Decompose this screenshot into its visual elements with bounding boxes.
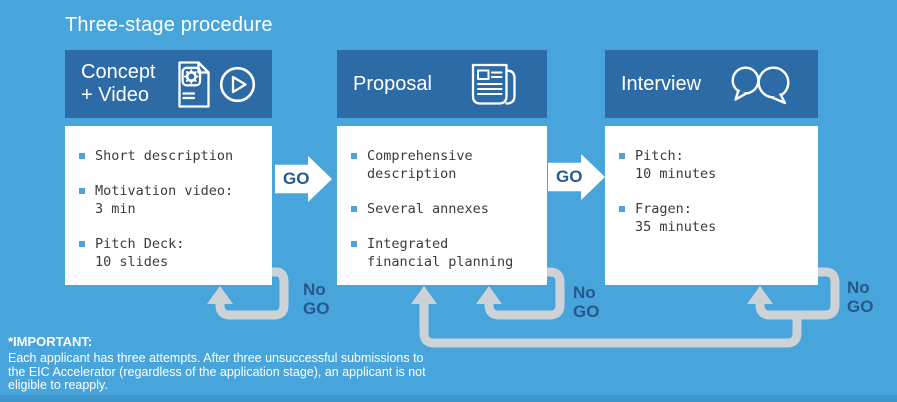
speech-bubbles-icon: [731, 65, 790, 104]
no-go-label-stage2: No GO: [573, 283, 600, 321]
stage-header-concept-video: Concept + Video: [65, 50, 272, 118]
stage-body-concept-video: Short description Motivation video: 3 mi…: [65, 126, 272, 285]
stage-item: Several annexes: [350, 200, 541, 218]
stage-title: Interview: [621, 72, 702, 95]
no-go-arrowhead-stage3: [747, 286, 773, 304]
page-title: Three-stage procedure: [65, 14, 273, 36]
no-go-arrowhead-stage2: [476, 286, 502, 304]
stage-body-proposal: Comprehensive description Several annexe…: [337, 126, 547, 285]
no-go-arrowhead-long-loop: [411, 286, 437, 304]
no-go-loop-path-stage3-to-stage2: [419, 299, 802, 348]
stage-item-list: Pitch: 10 minutes Fragen: 35 minutes: [618, 147, 812, 236]
stage-card-proposal: Proposal: [337, 50, 547, 285]
stage-header-proposal: Proposal: [337, 50, 547, 118]
footer-strip: [0, 395, 897, 402]
stage-body-interview: Pitch: 10 minutes Fragen: 35 minutes: [605, 126, 818, 285]
stage-card-concept-video: Concept + Video: [65, 50, 272, 285]
go-label: GO: [283, 169, 310, 188]
stage-item: Fragen: 35 minutes: [618, 200, 812, 236]
no-go-loop-path-stage3: [755, 267, 840, 320]
stage-card-interview: Interview Pitch: 10 minutes Fragen: 35 m…: [605, 50, 818, 285]
important-note-heading: *IMPORTANT:: [8, 334, 93, 349]
stage-item: Pitch: 10 minutes: [618, 147, 812, 183]
stage-header-icons: [178, 60, 256, 108]
stage-header-icons: [730, 64, 794, 105]
stage-header-icons: [471, 63, 517, 106]
stage-item: Short description: [78, 147, 266, 165]
play-video-icon: [219, 66, 256, 102]
no-go-loop-path-stage2: [484, 267, 565, 320]
newspaper-icon: [471, 63, 516, 105]
stage-item: Integrated financial planning: [350, 235, 541, 271]
stage-item: Pitch Deck: 10 slides: [78, 235, 266, 271]
stage-item: Comprehensive description: [350, 147, 541, 183]
no-go-loop-path-stage1: [215, 267, 289, 320]
stage-header-interview: Interview: [605, 50, 818, 118]
document-gear-icon: [178, 60, 210, 108]
stage-title: Proposal: [353, 72, 432, 95]
stage-title: Concept + Video: [81, 61, 156, 106]
no-go-arrowhead-stage1: [207, 286, 233, 304]
stage-item: Motivation video: 3 min: [78, 182, 266, 218]
go-label: GO: [556, 167, 583, 186]
important-note: *IMPORTANT: Each applicant has three att…: [8, 334, 428, 393]
stage-item-list: Short description Motivation video: 3 mi…: [78, 147, 266, 271]
important-note-body: Each applicant has three attempts. After…: [8, 351, 426, 392]
stage-item-list: Comprehensive description Several annexe…: [350, 147, 541, 271]
no-go-label-stage1: No GO: [303, 280, 330, 318]
no-go-label-stage3: No GO: [847, 278, 874, 316]
